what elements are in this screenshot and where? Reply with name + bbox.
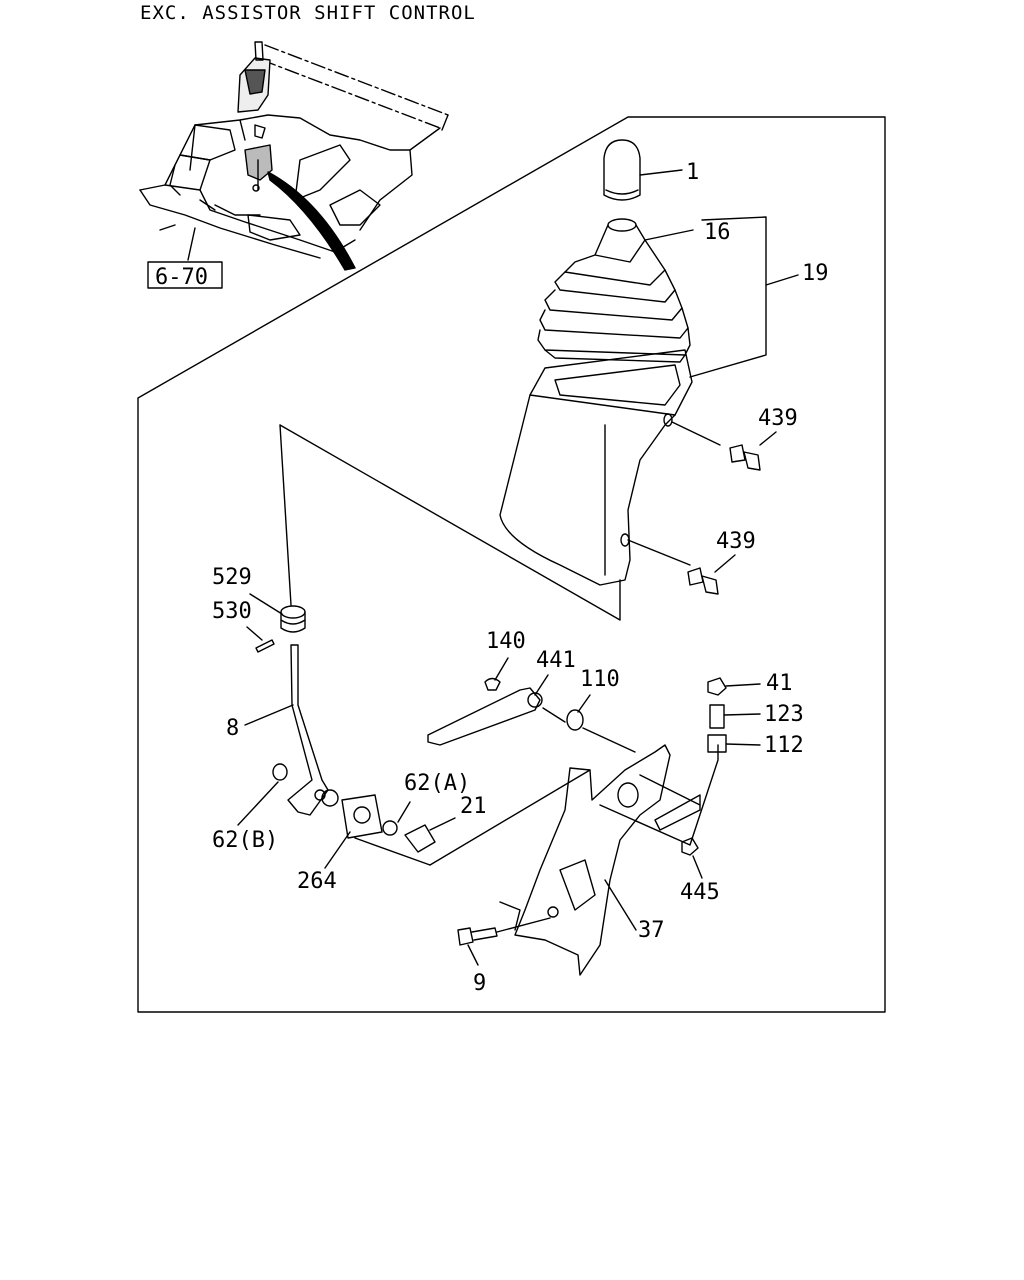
shift-knob-icon bbox=[604, 140, 682, 200]
callout-445: 445 bbox=[680, 880, 720, 905]
callout-441: 441 bbox=[536, 648, 576, 673]
reference-box bbox=[148, 262, 222, 288]
callout-439-upper: 439 bbox=[758, 406, 798, 431]
callout-21: 21 bbox=[460, 794, 487, 819]
callout-439-lower: 439 bbox=[716, 529, 756, 554]
shift-boot-icon bbox=[538, 217, 798, 377]
callout-16: 16 bbox=[704, 220, 731, 245]
callout-9: 9 bbox=[473, 971, 486, 996]
callout-19: 19 bbox=[802, 261, 829, 286]
bushing-112-icon bbox=[708, 735, 760, 752]
callout-37: 37 bbox=[638, 918, 665, 943]
callout-62a: 62(A) bbox=[404, 771, 470, 796]
linkage-icon bbox=[428, 658, 635, 752]
nut-445-icon bbox=[682, 838, 702, 878]
collar-123-icon bbox=[710, 705, 760, 728]
diagram-title: EXC. ASSISTOR SHIFT CONTROL bbox=[140, 2, 476, 24]
detail-frame bbox=[138, 117, 885, 1012]
callout-1: 1 bbox=[686, 160, 699, 185]
callout-529: 529 bbox=[212, 565, 252, 590]
callout-8: 8 bbox=[226, 716, 239, 741]
screw-439-upper-icon bbox=[730, 432, 776, 470]
callout-62b: 62(B) bbox=[212, 828, 278, 853]
callout-110: 110 bbox=[580, 667, 620, 692]
bracket-37-icon bbox=[500, 745, 718, 975]
callout-140: 140 bbox=[486, 629, 526, 654]
nut-41-icon bbox=[708, 678, 760, 695]
callout-264: 264 bbox=[297, 869, 337, 894]
screw-439-lower-icon bbox=[688, 555, 735, 594]
callout-112: 112 bbox=[764, 733, 804, 758]
bolt-9-icon bbox=[458, 918, 550, 965]
plate-264-icon bbox=[325, 770, 590, 868]
callout-123: 123 bbox=[764, 702, 804, 727]
callout-41: 41 bbox=[766, 671, 793, 696]
vehicle-floor-overview bbox=[140, 42, 448, 270]
callout-530: 530 bbox=[212, 599, 252, 624]
pin-530-icon bbox=[247, 627, 274, 652]
bushing-529-icon bbox=[250, 594, 305, 632]
console-cover-icon bbox=[500, 350, 720, 585]
shift-lever-icon bbox=[238, 645, 338, 825]
reference-box-label: 6-70 bbox=[155, 265, 208, 290]
